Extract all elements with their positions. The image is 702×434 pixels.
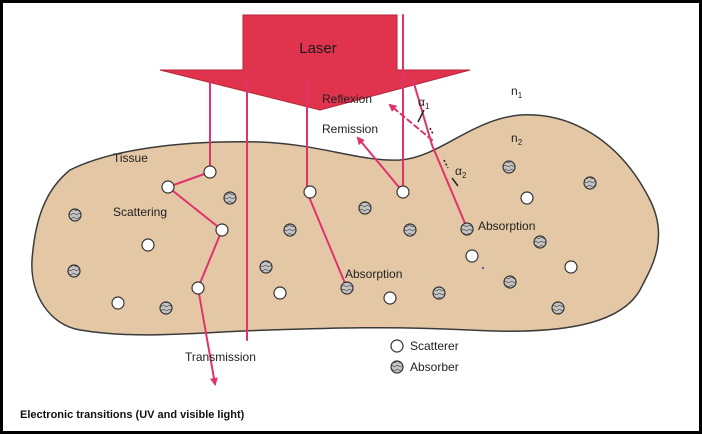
absorption-right-ray	[412, 79, 468, 229]
ray-group	[165, 14, 468, 386]
scatterer-particle	[383, 291, 397, 305]
absorber-particle	[551, 301, 565, 315]
absorber-particle	[503, 275, 517, 289]
scatterer-particle	[520, 191, 534, 205]
normal-upper	[429, 127, 434, 135]
absorber-particle	[432, 286, 446, 300]
absorption-right-label: Absorption	[478, 219, 535, 233]
legend: Scatterer Absorber	[390, 339, 459, 374]
absorber-particle	[283, 223, 297, 237]
absorber-particle	[340, 281, 354, 295]
scattering-label: Scattering	[113, 205, 167, 219]
speck-dot	[482, 267, 484, 269]
scatterer-particle	[273, 286, 287, 300]
medium-n2-label: n2	[511, 131, 523, 147]
absorber-particle	[68, 208, 82, 222]
absorption-center-label: Absorption	[345, 267, 402, 281]
absorber-particle	[358, 201, 372, 215]
scattering-ray	[165, 79, 224, 386]
scatterer-particle	[161, 180, 175, 194]
transmission-label: Transmission	[185, 350, 256, 364]
alpha2-label: α2	[455, 164, 467, 180]
scatterer-particle	[111, 296, 125, 310]
scatterer-particle	[141, 238, 155, 252]
reflexion-ray	[388, 103, 433, 141]
remission-exit-ray	[356, 136, 404, 193]
absorber-particle	[403, 223, 417, 237]
laser-arrow	[159, 14, 471, 111]
incident-angle-marker	[417, 109, 425, 123]
legend-absorber-swatch	[390, 360, 404, 374]
normal-lower	[443, 159, 449, 169]
refracted-angle-marker	[451, 177, 459, 187]
absorber-particle	[502, 160, 516, 174]
medium-n1-label: n1	[511, 84, 523, 100]
scatterer-particle	[465, 249, 479, 263]
legend-scatterer-label: Scatterer	[410, 339, 459, 353]
remission-label: Remission	[322, 122, 378, 136]
angle-markers	[417, 109, 459, 187]
figure-caption: Electronic transitions (UV and visible l…	[20, 409, 245, 421]
scatterer-particle	[203, 165, 217, 179]
scatterer-particle	[564, 260, 578, 274]
absorber-particle	[223, 191, 237, 205]
alpha1-label: α1	[418, 95, 430, 111]
legend-scatterer-swatch	[390, 339, 404, 353]
legend-absorber-label: Absorber	[410, 360, 459, 374]
absorber-particle	[533, 235, 547, 249]
scatterer-particle	[215, 223, 229, 237]
absorber-particle	[460, 222, 474, 236]
reflexion-label: Reflexion	[322, 92, 372, 106]
scatterer-particle	[396, 185, 410, 199]
absorber-particle	[259, 260, 273, 274]
absorber-particle	[583, 176, 597, 190]
scatterer-particle	[191, 281, 205, 295]
tissue-label: Tissue	[113, 151, 148, 165]
absorber-particle	[159, 301, 173, 315]
absorber-particle	[67, 264, 81, 278]
laser-label: Laser	[299, 40, 337, 57]
scatterer-particle	[303, 185, 317, 199]
particle-group	[67, 160, 597, 315]
tissue-body	[31, 114, 660, 336]
